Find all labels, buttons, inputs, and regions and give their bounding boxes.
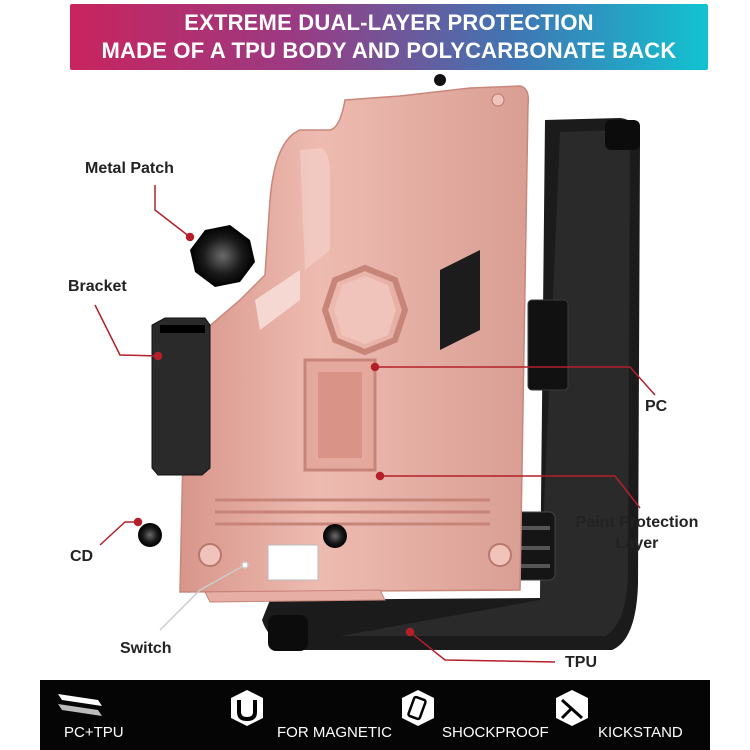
callout-cd: CD [70,548,94,565]
headline-line-2: MADE OF A TPU BODY AND POLYCARBONATE BAC… [101,38,677,63]
magnet-icon [231,690,263,726]
callout-paint-line-2: Layer [615,535,659,552]
tpu-case [262,118,640,651]
callout-paint-line-1: Paint Protection [575,514,699,531]
feature-kickstand: KICKSTAND [550,680,710,750]
callout-tpu: TPU [565,654,597,671]
layers-icon [58,694,102,716]
callout-pc: PC [645,398,668,415]
feature-bar: PC+TPU FOR MAGNETIC SHOCKPROOF KICKSTAND [40,680,710,750]
feature-label-pc-tpu: PC+TPU [64,724,124,741]
kickstand-icon [556,690,588,726]
callout-bracket: Bracket [68,278,127,295]
headline-banner: EXTREME DUAL-LAYER PROTECTION MADE OF A … [70,4,708,70]
bracket-part [151,317,211,476]
feature-label-magnetic: FOR MAGNETIC [277,724,392,741]
switch-leader [159,561,249,631]
feature-label-shockproof: SHOCKPROOF [442,724,549,741]
metal-patch [190,225,255,287]
cd-ring [138,523,347,548]
shockproof-icon [402,690,434,726]
headline-line-1: EXTREME DUAL-LAYER PROTECTION [184,10,594,35]
feature-shockproof: SHOCKPROOF [400,680,550,750]
callout-switch: Switch [120,640,172,657]
feature-label-kickstand: KICKSTAND [598,724,683,741]
pc-shell [179,74,530,603]
feature-magnetic: FOR MAGNETIC [225,680,395,750]
feature-pc-tpu: PC+TPU [50,680,200,750]
callout-leaders [94,185,656,663]
callout-paint-protection: Paint Protection Layer [572,512,702,554]
callout-metal-patch: Metal Patch [85,160,174,177]
